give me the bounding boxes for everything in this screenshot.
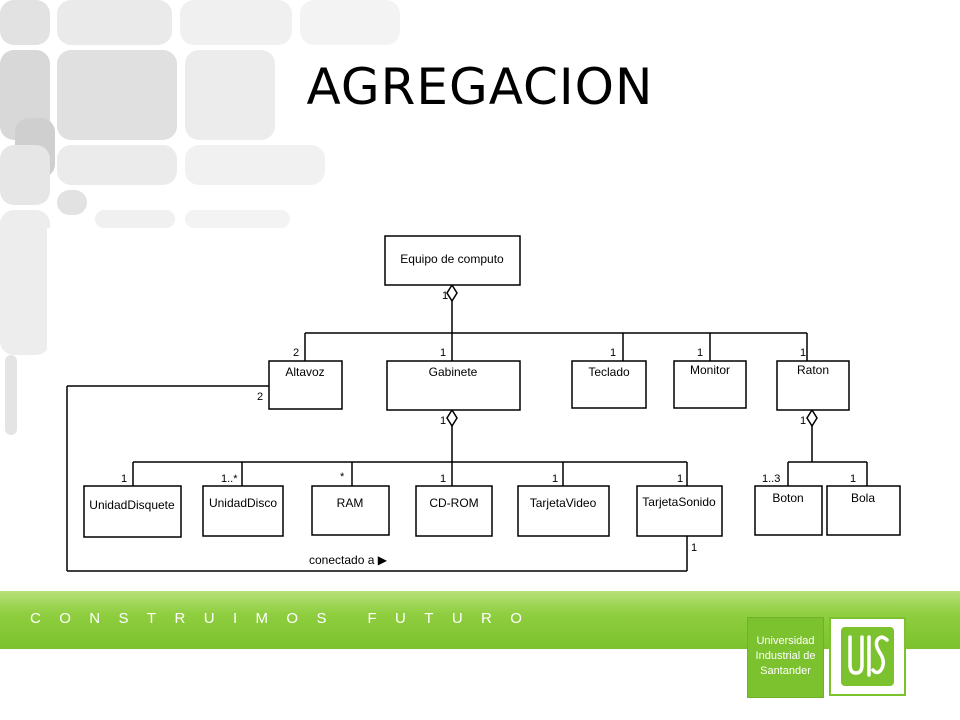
aggregation-diamonds [446, 283, 818, 428]
class-name-unidaddisco: UnidadDisco [209, 496, 277, 510]
aggregation-diamond [806, 408, 818, 428]
university-name-line: Santander [760, 665, 811, 677]
university-name-line: Universidad [756, 635, 815, 647]
decor-square [57, 50, 177, 140]
multiplicity-label: * [340, 471, 345, 483]
class-name-raton: Raton [797, 363, 829, 377]
class-name-monitor: Monitor [690, 363, 730, 377]
decor-square [185, 50, 275, 140]
multiplicity-label: 1 [440, 473, 446, 485]
multiplicity-label: 1 [677, 473, 683, 485]
multiplicity-label: 1 [691, 542, 697, 554]
class-box-teclado [571, 360, 647, 409]
multiplicity-label: 1 [800, 347, 806, 359]
association-label: conectado a ▶ [309, 553, 388, 567]
decor-square [0, 0, 50, 45]
multiplicity-label: 1 [697, 347, 703, 359]
footer-slogan: CONSTRUIMOS FUTURO [30, 610, 541, 627]
class-name-tarjetavideo: TarjetaVideo [530, 496, 597, 510]
multiplicity-label: 1..* [221, 473, 238, 485]
class-name-cdrom: CD-ROM [429, 496, 478, 510]
decor-square [5, 355, 17, 435]
class-name-ram: RAM [337, 496, 364, 510]
class-box-tarjetavideo [517, 485, 610, 537]
multiplicity-label: 1 [800, 415, 806, 427]
class-name-equipo: Equipo de computo [400, 252, 504, 266]
class-box-monitor [673, 360, 747, 409]
multiplicity-label: 1 [610, 347, 616, 359]
multiplicity-label: 1 [440, 347, 446, 359]
class-name-teclado: Teclado [588, 365, 630, 379]
class-boxes [83, 235, 901, 538]
multiplicity-label: 2 [257, 391, 263, 403]
class-box-boton [754, 485, 823, 536]
class-name-unidaddisquete: UnidadDisquete [89, 498, 175, 512]
connector-lines [66, 301, 868, 572]
class-box-cdrom [415, 485, 493, 537]
university-name-line: Industrial de [755, 650, 816, 662]
class-name-boton: Boton [772, 491, 803, 505]
class-name-gabinete: Gabinete [429, 365, 478, 379]
class-box-gabinete [386, 360, 521, 411]
decor-square [180, 0, 292, 45]
multiplicity-label: 1 [440, 415, 446, 427]
class-box-bola [826, 485, 901, 536]
multiplicity-label: 1 [850, 473, 856, 485]
decor-square [57, 0, 172, 45]
multiplicity-label: 1 [552, 473, 558, 485]
class-box-unidaddisco [202, 485, 284, 537]
uis-emblem-graphic [841, 627, 894, 686]
aggregation-diamond [446, 408, 458, 428]
uis-emblem-icon [829, 617, 906, 696]
multiplicity-label: 1..3 [762, 473, 780, 485]
decor-square [300, 0, 400, 45]
class-box-raton [776, 360, 850, 411]
class-box-unidaddisquete [83, 485, 182, 538]
class-name-bola: Bola [851, 491, 875, 505]
decor-square [57, 190, 87, 215]
decor-square [0, 145, 50, 205]
multiplicity-label: 1 [442, 290, 448, 302]
decor-square [0, 210, 50, 355]
decor-square [185, 210, 290, 228]
university-name: Universidad Industrial de Santander [748, 634, 823, 679]
uml-aggregation-diagram: Equipo de computo Altavoz Gabinete Tecla… [47, 228, 912, 580]
class-names: Equipo de computo Altavoz Gabinete Tecla… [89, 252, 875, 512]
multiplicity-label: 1 [121, 473, 127, 485]
decor-square [95, 210, 175, 228]
slide-title: AGREGACION [306, 58, 654, 116]
decor-square [57, 145, 177, 185]
class-box-ram [311, 485, 390, 536]
university-logo-text: Universidad Industrial de Santander [747, 617, 824, 698]
class-box-tarjetasonido [636, 485, 723, 537]
class-name-tarjetasonido: TarjetaSonido [642, 495, 716, 509]
class-name-altavoz: Altavoz [285, 365, 324, 379]
class-box-equipo [384, 235, 521, 286]
class-box-altavoz [268, 360, 343, 410]
aggregation-diamond [446, 283, 458, 303]
diagram-canvas: Equipo de computo Altavoz Gabinete Tecla… [66, 235, 901, 572]
multiplicity-labels: 1 2 2 1 1 1 1 1 1 1 1..* * 1 1 1 1 1..3 … [121, 290, 856, 554]
multiplicity-label: 2 [293, 347, 299, 359]
decor-square [185, 145, 325, 185]
